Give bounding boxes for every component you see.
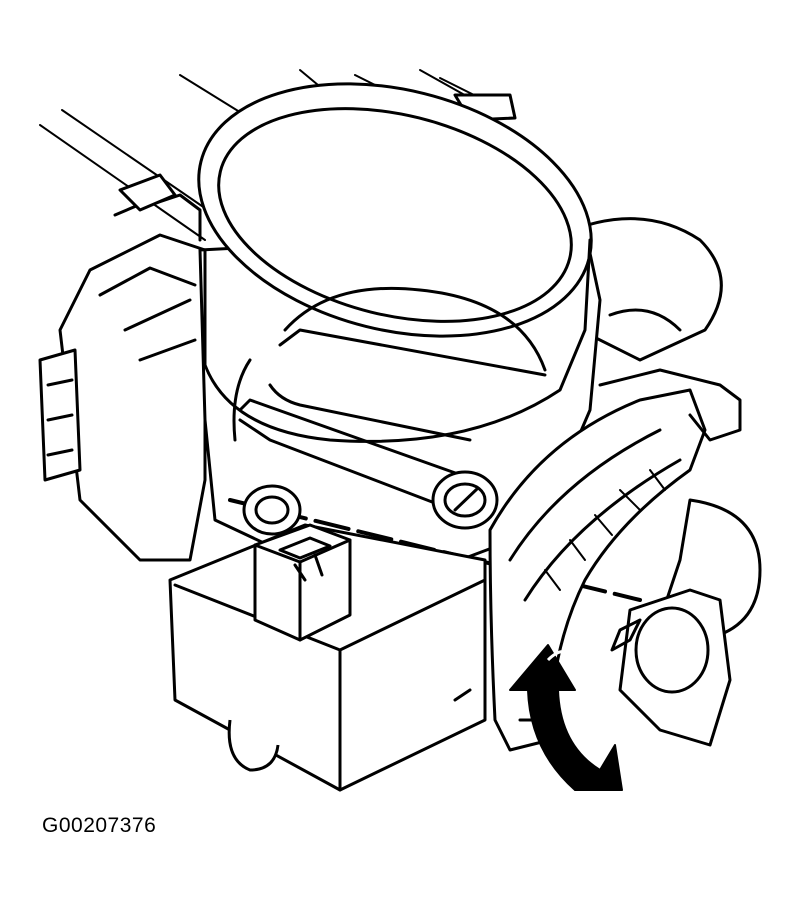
tps-mounting-flange [610, 498, 762, 747]
figure-code-label: G00207376 [42, 814, 157, 837]
sensor-connector [253, 523, 352, 642]
throttle-plate [283, 286, 547, 372]
throttle-bore [197, 82, 593, 443]
base-block [168, 523, 487, 792]
mounting-flange [38, 173, 207, 562]
throttle-shaft [228, 470, 642, 602]
rear-boss [453, 93, 723, 362]
rotation-arrow [509, 644, 623, 791]
